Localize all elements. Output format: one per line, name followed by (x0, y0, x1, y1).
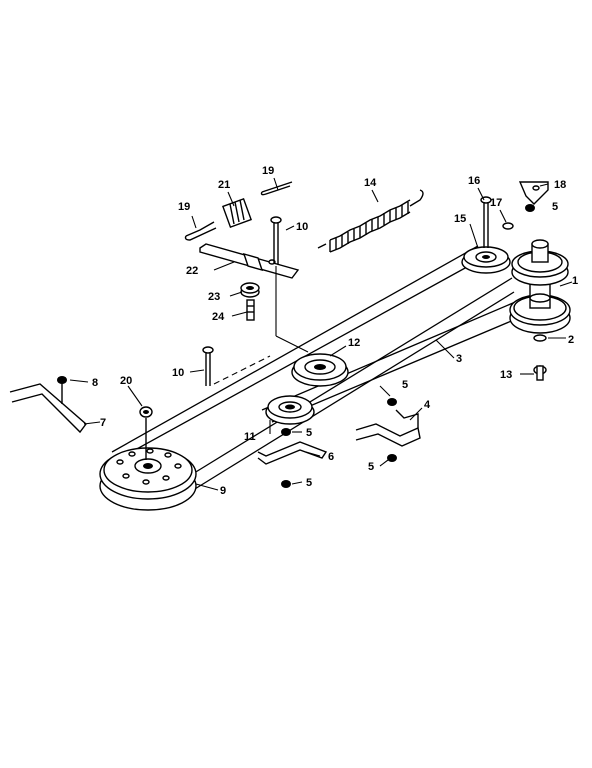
callout-24: 24 (212, 311, 225, 323)
callout-10-b: 10 (172, 367, 184, 379)
callout-18: 18 (554, 179, 566, 191)
callout-21: 21 (218, 179, 230, 191)
callout-16: 16 (468, 175, 480, 187)
callout-23: 23 (208, 291, 220, 303)
washer-2 (533, 334, 547, 342)
idler-pulley-11 (265, 395, 315, 425)
callout-3: 3 (456, 353, 462, 365)
bolt-24 (246, 299, 255, 321)
nut-5-top (525, 204, 535, 212)
belt-guide-4 (355, 409, 421, 447)
callout-4: 4 (424, 399, 431, 411)
callout-17: 17 (490, 197, 502, 209)
callout-5-e: 5 (368, 461, 374, 473)
callout-14: 14 (364, 177, 377, 189)
bolt-13 (533, 365, 547, 381)
nut-5-c (281, 480, 291, 488)
callout-6: 6 (328, 451, 334, 463)
callout-5-c: 5 (306, 427, 312, 439)
large-pulley-9 (99, 418, 197, 511)
callout-9: 9 (220, 485, 226, 497)
callouts: 1 2 3 4 5 5 5 5 5 6 7 8 9 10 10 11 12 13… (92, 165, 578, 497)
callout-15: 15 (454, 213, 466, 225)
spring-19-left (184, 221, 217, 241)
bracket-18 (518, 181, 549, 205)
callout-11: 11 (244, 431, 256, 443)
callout-5-b: 5 (402, 379, 408, 391)
callout-2: 2 (568, 334, 574, 346)
spring-19-right (260, 181, 293, 196)
callout-7: 7 (100, 417, 106, 429)
callout-5-d: 5 (306, 477, 312, 489)
engine-pulley-1 (509, 239, 571, 334)
callout-10-a: 10 (296, 221, 308, 233)
callout-5-a: 5 (552, 201, 558, 213)
nut-20 (139, 406, 153, 418)
washer-17 (502, 222, 514, 230)
spacer-23 (240, 282, 260, 298)
bolt-10-upper (270, 216, 282, 264)
nut-5-a (387, 398, 397, 406)
bolt-10-lower (202, 346, 214, 386)
belt-guide-7 (9, 382, 87, 434)
nut-5-d (387, 454, 397, 462)
belt-guide-6 (257, 441, 328, 465)
idler-pulley-15 (461, 246, 511, 274)
callout-1: 1 (572, 275, 578, 287)
spring-21 (222, 198, 252, 228)
nut-8 (57, 376, 67, 384)
callout-12: 12 (348, 337, 360, 349)
bolt-16 (480, 196, 492, 248)
idler-pulley-12 (291, 353, 349, 387)
nut-5-b (281, 428, 291, 436)
drive-belt (105, 245, 529, 493)
callout-22: 22 (186, 265, 198, 277)
idler-bracket-22 (199, 243, 300, 279)
callout-19-b: 19 (262, 165, 274, 177)
callout-19-a: 19 (178, 201, 190, 213)
callout-8: 8 (92, 377, 98, 389)
spring-14 (317, 189, 424, 253)
leader-lines (69, 177, 573, 491)
callout-20: 20 (120, 375, 132, 387)
callout-13: 13 (500, 369, 512, 381)
